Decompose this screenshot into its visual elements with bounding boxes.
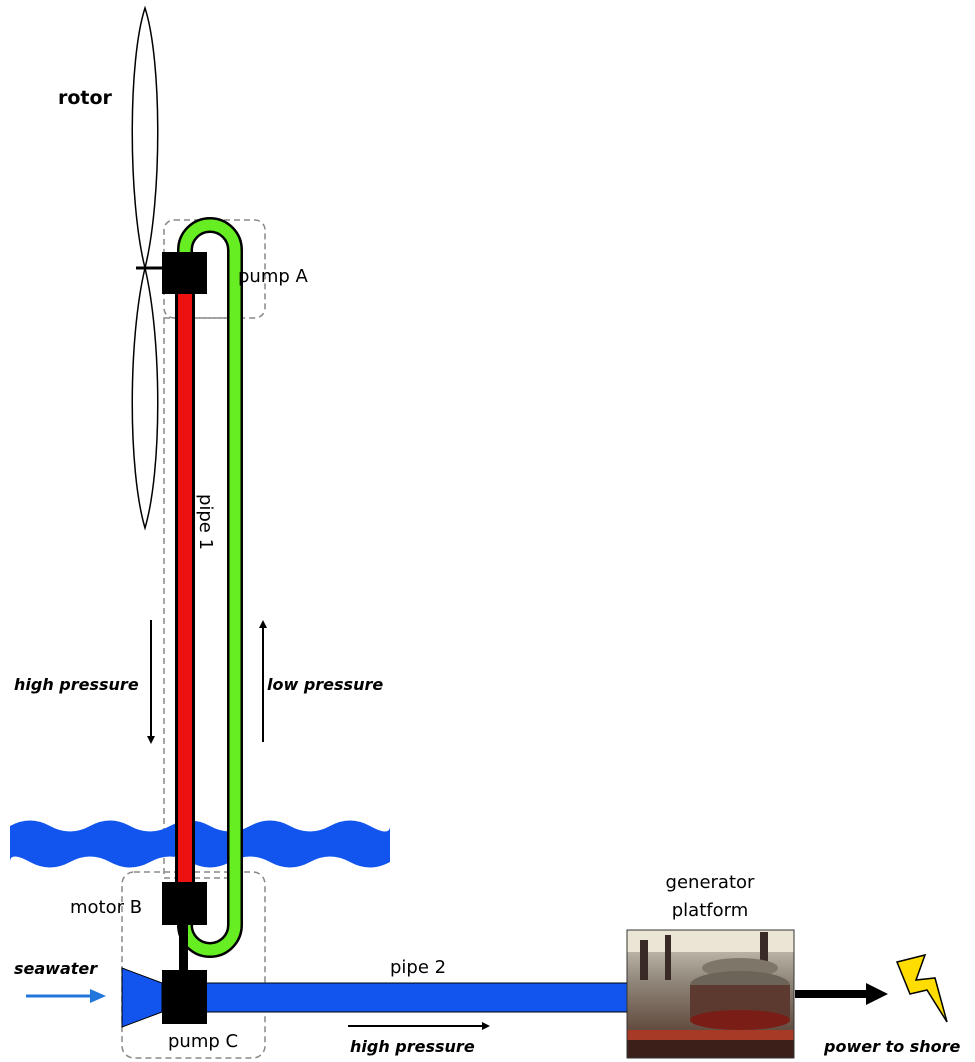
rotor-label: rotor xyxy=(58,87,113,109)
pump-c-block xyxy=(162,970,207,1024)
tower-outline xyxy=(163,317,243,879)
generator-label-line2: platform xyxy=(672,900,748,921)
generator-label-line1: generator xyxy=(666,872,755,893)
power-arrow xyxy=(795,983,888,1005)
power-to-shore-label: power to shore xyxy=(823,1037,961,1056)
pipe-1-label: pipe 1 xyxy=(195,494,216,550)
rotor-blade xyxy=(131,5,165,531)
motor-b-label: motor B xyxy=(70,897,142,918)
pipe-2-label: pipe 2 xyxy=(390,957,446,978)
pump-a-label: pump A xyxy=(238,266,309,287)
motor-b-block xyxy=(162,882,207,925)
pipe-2 xyxy=(204,982,632,1013)
high-pressure-label-bottom: high pressure xyxy=(350,1037,475,1056)
seawater-arrow xyxy=(26,989,106,1003)
seawater-label: seawater xyxy=(14,959,98,978)
generator-platform-photo-icon xyxy=(626,929,795,1059)
motor-b-shaft xyxy=(179,925,188,971)
high-pressure-pipe xyxy=(175,292,195,882)
low-pressure-pipe xyxy=(177,217,243,958)
lightning-bolt-icon xyxy=(895,953,948,1023)
sea-surface xyxy=(10,820,390,868)
low-pressure-label: low pressure xyxy=(267,675,383,694)
intake-cone xyxy=(121,967,163,1028)
pump-c-label: pump C xyxy=(168,1031,238,1052)
high-pressure-label-left: high pressure xyxy=(14,675,139,694)
pump-a-block xyxy=(162,252,207,294)
